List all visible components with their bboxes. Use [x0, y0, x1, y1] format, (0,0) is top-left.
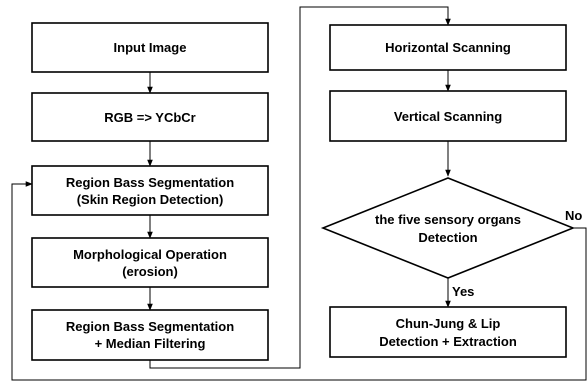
box-horizontal-scanning-label: Horizontal Scanning	[385, 40, 511, 55]
box-region-segmentation-skin-line1: Region Bass Segmentation	[66, 175, 234, 190]
decision-five-sensory-organs-line1: the five sensory organs	[375, 212, 521, 227]
box-region-segmentation-skin: Region Bass Segmentation (Skin Region De…	[31, 165, 269, 216]
box-morphological-operation: Morphological Operation (erosion)	[31, 237, 269, 288]
box-region-segmentation-skin-line2: (Skin Region Detection)	[77, 192, 224, 207]
arrow-decision-no-loop	[11, 181, 587, 381]
edge-label-no: No	[565, 208, 582, 223]
box-region-segmentation-median-line2: + Median Filtering	[95, 336, 206, 351]
box-input-image-label: Input Image	[114, 40, 187, 55]
box-morphological-operation-line2: (erosion)	[122, 264, 178, 279]
box-horizontal-scanning: Horizontal Scanning	[329, 24, 567, 71]
edge-label-yes: Yes	[452, 284, 474, 299]
connectors	[11, 6, 587, 381]
box-vertical-scanning: Vertical Scanning	[329, 90, 567, 142]
box-vertical-scanning-label: Vertical Scanning	[394, 109, 502, 124]
decision-five-sensory-organs: the five sensory organs Detection	[320, 177, 576, 279]
arrow-rbs2-to-hscan	[149, 6, 451, 369]
box-chun-jung-lip-extraction-line1: Chun-Jung & Lip	[396, 316, 501, 331]
box-chun-jung-lip-extraction-line2: Detection + Extraction	[379, 334, 517, 349]
box-region-segmentation-median-line1: Region Bass Segmentation	[66, 319, 234, 334]
box-rgb-to-ycbcr-label: RGB => YCbCr	[104, 110, 196, 125]
decision-five-sensory-organs-line2: Detection	[418, 230, 477, 245]
box-rgb-to-ycbcr: RGB => YCbCr	[31, 92, 269, 142]
box-input-image: Input Image	[31, 22, 269, 73]
box-chun-jung-lip-extraction: Chun-Jung & Lip Detection + Extraction	[329, 306, 567, 358]
box-morphological-operation-line1: Morphological Operation	[73, 247, 227, 262]
box-region-segmentation-median: Region Bass Segmentation + Median Filter…	[31, 309, 269, 361]
